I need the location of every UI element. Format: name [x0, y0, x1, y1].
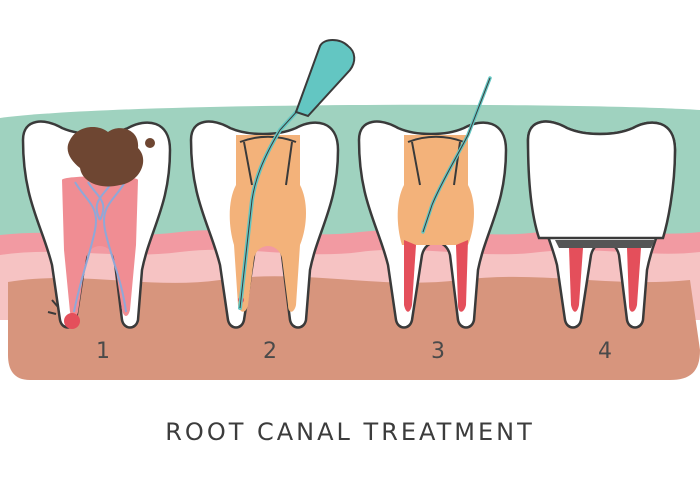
step-number-2: 2	[263, 339, 277, 364]
instrument-handle	[294, 39, 356, 118]
diagram-caption: ROOT CANAL TREATMENT	[165, 418, 535, 446]
step-number-1: 1	[96, 339, 110, 364]
crown-base-shadow	[555, 240, 655, 248]
tooth-4	[526, 120, 677, 329]
root-canal-left	[569, 248, 583, 312]
background-band	[0, 104, 700, 260]
gum-base	[8, 276, 700, 380]
crown	[526, 120, 677, 240]
decay-spot	[145, 138, 155, 148]
tooth-1	[21, 120, 172, 329]
abscess	[64, 313, 80, 329]
root-canal-right	[456, 240, 468, 312]
step-number-4: 4	[598, 339, 612, 364]
decay	[67, 127, 144, 187]
abscess-marks	[47, 299, 59, 315]
filling-outline	[239, 135, 297, 186]
step-number-3: 3	[431, 339, 445, 364]
root-canal-left	[404, 240, 416, 312]
instrument-2	[421, 76, 492, 234]
filling	[397, 135, 474, 245]
root-canal-right	[627, 248, 641, 312]
instrument-1	[238, 39, 356, 310]
